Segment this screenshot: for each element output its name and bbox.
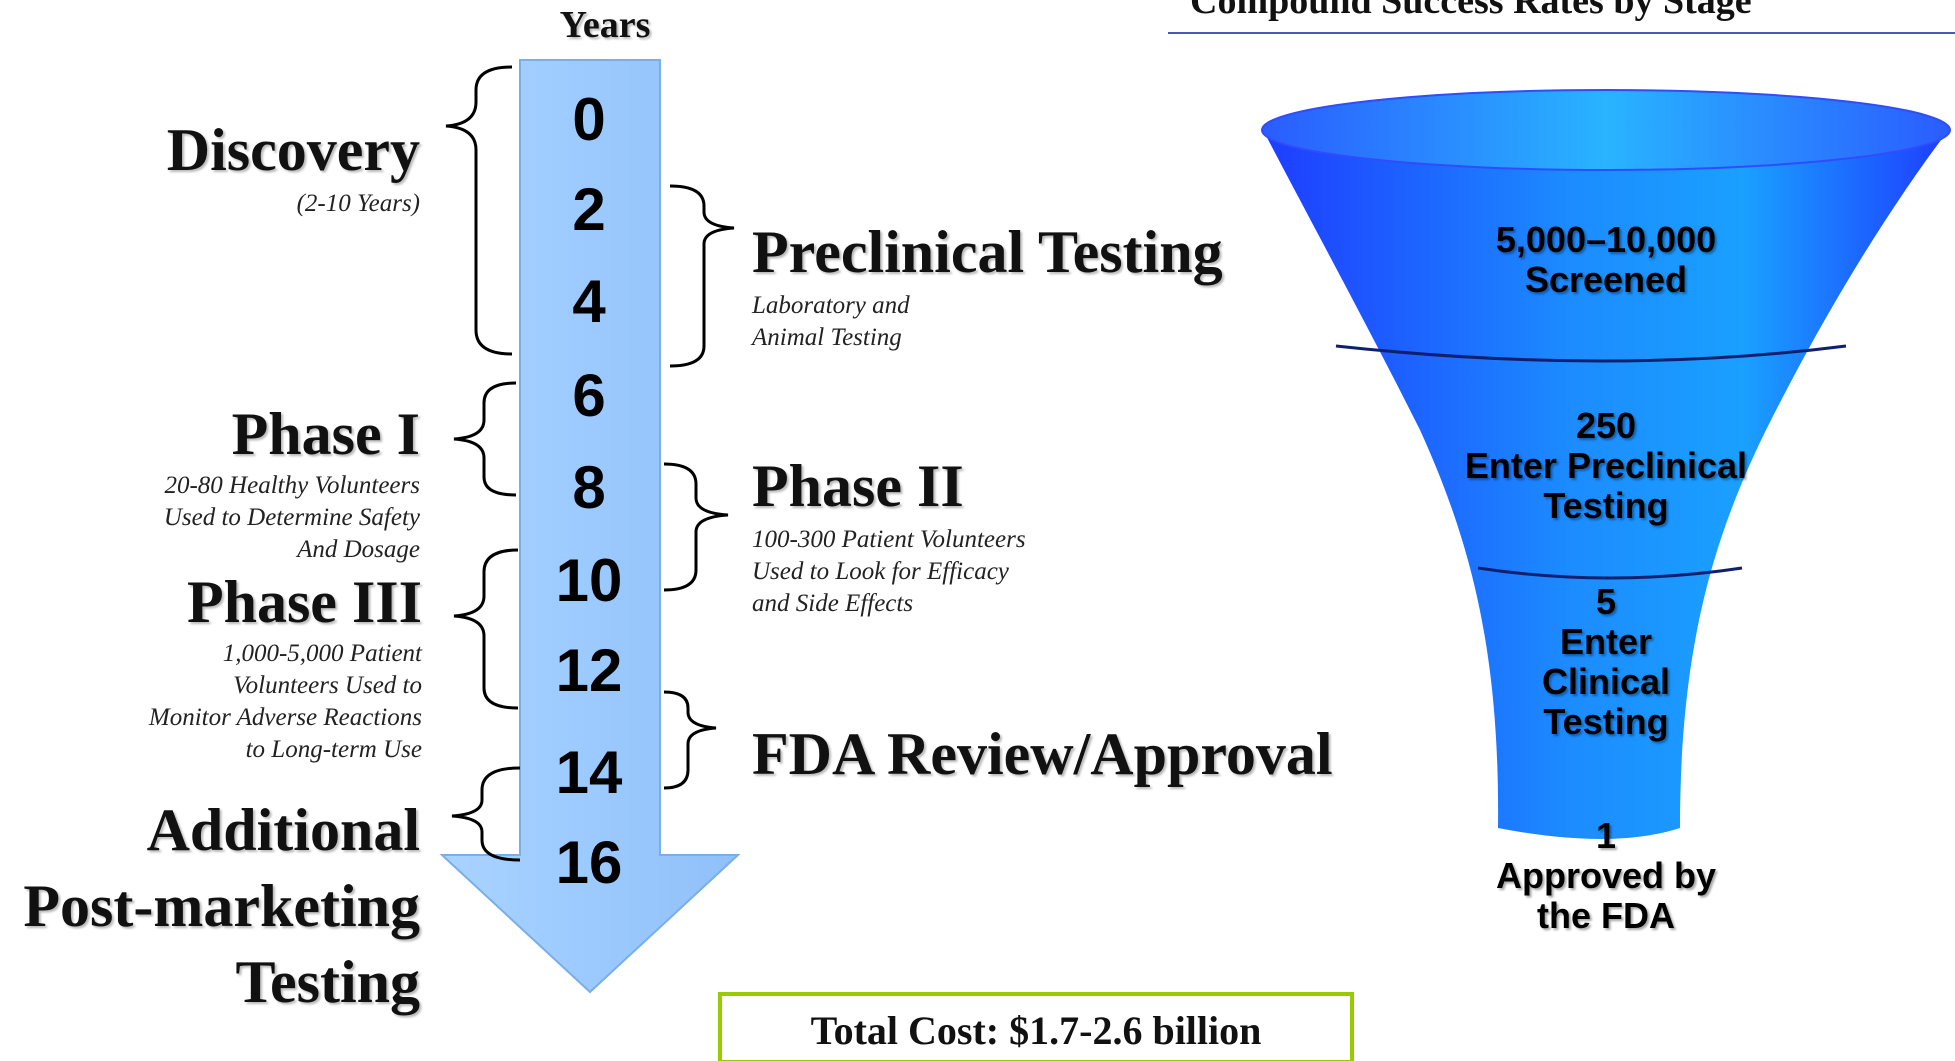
year-label: 4 (572, 268, 606, 335)
funnel-label-approved: 1 Approved by the FDA (1495, 815, 1717, 936)
discovery-title: Discovery (166, 117, 420, 183)
phase1-brace (453, 381, 517, 497)
funnel-header: Compound Success Rates by Stage (1190, 0, 1752, 22)
phase3-brace (453, 548, 519, 710)
funnel-divider-2 (1477, 566, 1743, 580)
years-header: Years (559, 4, 651, 46)
discovery-desc: (2-10 Years) (296, 190, 420, 217)
year-label: 12 (555, 637, 623, 704)
fda-title: FDA Review/Approval (752, 721, 1333, 787)
year-label: 14 (555, 739, 623, 806)
phase2-desc: 100-300 Patient Volunteers Used to Look … (752, 526, 1026, 617)
preclinical-title: Preclinical Testing (752, 219, 1223, 285)
phase2-brace (663, 462, 729, 592)
year-label: 16 (555, 829, 623, 896)
postmarketing-title: Additional Post-marketing Testing (23, 797, 420, 1015)
phase3-desc: 1,000-5,000 Patient Volunteers Used to M… (148, 640, 422, 763)
phase1-desc: 20-80 Healthy Volunteers Used to Determi… (163, 472, 420, 563)
funnel-rim (1261, 89, 1951, 171)
funnel-label-screened: 5,000–10,000 Screened (1495, 219, 1717, 300)
funnel-body (1262, 128, 1950, 839)
timeline-arrow (439, 59, 741, 994)
total-cost-box: Total Cost: $1.7-2.6 billion (718, 992, 1354, 1061)
year-label: 6 (572, 362, 606, 429)
year-label: 2 (572, 176, 606, 243)
phase1-title: Phase I (231, 401, 420, 467)
funnel-label-preclinical: 250 Enter Preclinical Testing (1464, 405, 1748, 526)
phase3-title: Phase III (186, 569, 422, 635)
year-label: 10 (555, 547, 623, 614)
discovery-brace (445, 65, 513, 356)
funnel-label-clinical: 5 Enter Clinical Testing (1541, 581, 1671, 742)
phase2-title: Phase II (752, 453, 964, 519)
funnel-divider-1 (1335, 344, 1847, 363)
year-label: 8 (572, 454, 606, 521)
fda-brace (663, 690, 717, 790)
year-label: 0 (572, 86, 606, 153)
preclinical-desc: Laboratory and Animal Testing (752, 292, 910, 351)
preclinical-brace (669, 184, 735, 368)
postmarketing-brace (451, 766, 521, 862)
